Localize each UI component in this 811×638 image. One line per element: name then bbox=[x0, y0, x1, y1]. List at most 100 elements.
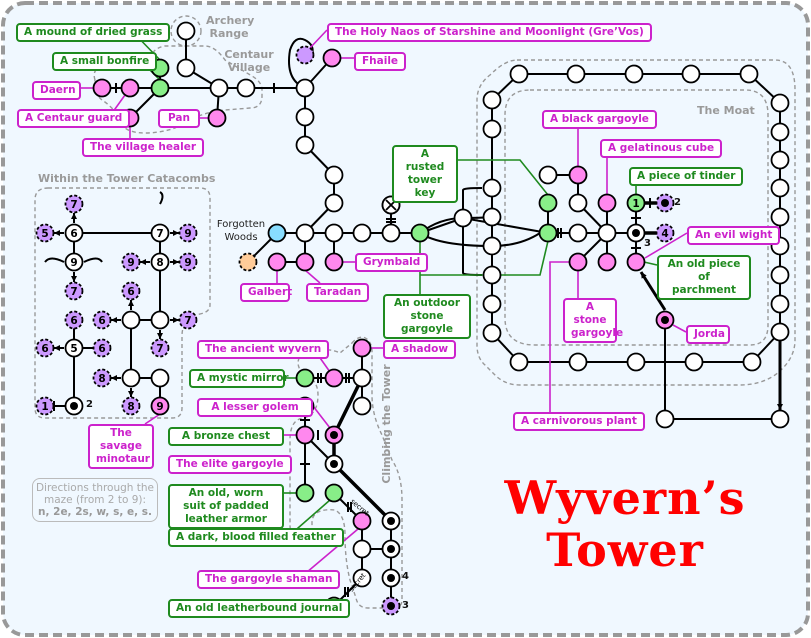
room-node-cb bbox=[150, 310, 170, 330]
label-bonfire: A small bonfire bbox=[52, 52, 158, 71]
room-node-c56r bbox=[92, 338, 112, 358]
title-line-2: Tower bbox=[546, 523, 704, 577]
label-jorda: Jorda bbox=[686, 325, 730, 344]
room-node-u bbox=[352, 223, 372, 243]
room-marker-dot bbox=[330, 460, 338, 468]
leader-jorda bbox=[672, 324, 687, 333]
label-outdoor-gargoyle: An outdoor stone gargoyle bbox=[383, 294, 471, 339]
room-node-br bbox=[770, 409, 790, 429]
leader-golem bbox=[312, 405, 331, 429]
room-node-t1 bbox=[626, 193, 646, 213]
region-archery-range: Archery Range bbox=[206, 14, 255, 40]
marker-2: 2 bbox=[674, 197, 681, 208]
room-node-w bbox=[410, 223, 430, 243]
room-node-c1n bbox=[35, 396, 55, 416]
room-node-m19 bbox=[568, 352, 588, 372]
locked-path bbox=[332, 462, 393, 523]
room-node-c8l bbox=[92, 368, 112, 388]
leader-outdoor-gargoyle-2 bbox=[420, 240, 549, 276]
room-node-a bbox=[176, 21, 196, 41]
room-number: 6 bbox=[41, 343, 48, 355]
room-number: 7 bbox=[156, 228, 163, 240]
label-evil-wight: An evil wight bbox=[687, 226, 781, 245]
room-node-m22 bbox=[482, 294, 502, 314]
room-node-w4 bbox=[352, 338, 372, 358]
directions-line-3: n, 2e, 2s, w, s, e, s. bbox=[38, 506, 152, 518]
room-node-c bbox=[176, 58, 196, 78]
room-node-ca bbox=[121, 310, 141, 330]
room-node-ab bbox=[324, 252, 344, 272]
room-node-k5 bbox=[538, 165, 558, 185]
door-marker bbox=[386, 218, 396, 223]
room-node-w5 bbox=[352, 396, 372, 416]
room-number: 9 bbox=[70, 257, 77, 269]
room-node-m3 bbox=[566, 64, 586, 84]
leader-rusted-key bbox=[458, 159, 549, 196]
room-node-m18 bbox=[626, 352, 646, 372]
leader-parchment bbox=[643, 261, 658, 266]
room-node-m6 bbox=[739, 64, 759, 84]
room-number: 7 bbox=[70, 286, 77, 298]
room-node-m11 bbox=[770, 207, 790, 227]
room-node-t4 bbox=[655, 223, 675, 243]
locked-path bbox=[332, 377, 364, 436]
room-node-m23 bbox=[482, 119, 502, 139]
room-node-t5 bbox=[626, 252, 646, 272]
room-node-k3 bbox=[568, 223, 588, 243]
room-node-r bbox=[267, 223, 287, 243]
room-marker-dot bbox=[387, 517, 395, 525]
room-node-w3 bbox=[352, 368, 372, 388]
leader-minotaur bbox=[144, 413, 161, 425]
room-node-bl bbox=[655, 409, 675, 429]
room-node-eg bbox=[295, 425, 315, 445]
room-number: 8 bbox=[156, 257, 163, 269]
room-node-m26 bbox=[482, 236, 502, 256]
label-village-healer: The village healer bbox=[82, 138, 205, 157]
marker-4-tower: 4 bbox=[402, 571, 409, 582]
room-node-c7r bbox=[178, 310, 198, 330]
leader-carnivorous-plant bbox=[549, 261, 570, 412]
room-number: 9 bbox=[127, 257, 134, 269]
room-number: 1 bbox=[632, 198, 639, 210]
room-node-k8 bbox=[597, 193, 617, 213]
room-node-c8d bbox=[121, 396, 141, 416]
one-way-arrow-jorda bbox=[639, 271, 667, 311]
room-node-c7a bbox=[64, 194, 84, 214]
room-node-c6u bbox=[121, 281, 141, 301]
room-node-c1 bbox=[453, 208, 473, 228]
room-number: 8 bbox=[98, 373, 105, 385]
room-marker-dot bbox=[632, 229, 640, 237]
room-number: 7 bbox=[70, 199, 77, 211]
room-node-m20 bbox=[509, 352, 529, 372]
leader-taradan bbox=[304, 269, 321, 284]
label-dried-grass: A mound of dried grass bbox=[16, 23, 171, 42]
room-node-v bbox=[381, 223, 401, 243]
room-node-c6l bbox=[92, 310, 112, 330]
label-feather: A dark, blood filled feather bbox=[168, 528, 344, 547]
room-number: 6 bbox=[98, 315, 105, 327]
room-node-k1 bbox=[538, 193, 558, 213]
room-node-s2 bbox=[352, 568, 372, 588]
fork-up bbox=[462, 187, 483, 218]
region-catacombs: Within the Tower Catacombs bbox=[38, 172, 216, 185]
room-node-k7 bbox=[597, 223, 617, 243]
label-lesser-golem: A lesser golem bbox=[197, 398, 313, 417]
room-node-m5 bbox=[681, 64, 701, 84]
room-marker-dot bbox=[387, 602, 395, 610]
room-node-m13 bbox=[770, 265, 790, 285]
room-node-k bbox=[295, 78, 315, 98]
room-node-o bbox=[295, 135, 315, 155]
label-parchment: An old piece of parchment bbox=[657, 255, 751, 300]
room-marker-dot bbox=[661, 316, 669, 324]
room-node-p bbox=[324, 165, 344, 185]
room-node-m4 bbox=[624, 64, 644, 84]
label-taradan: Taradan bbox=[306, 283, 370, 302]
leader-wight bbox=[644, 232, 688, 259]
room-node-c8 bbox=[150, 252, 170, 272]
room-number: 6 bbox=[127, 286, 134, 298]
room-node-m16 bbox=[742, 352, 762, 372]
marker-3-tower: 3 bbox=[402, 600, 409, 611]
label-carnivorous-plant: A carnivorous plant bbox=[513, 412, 645, 431]
room-node-c89a bbox=[121, 252, 141, 272]
room-node-m14 bbox=[770, 294, 790, 314]
